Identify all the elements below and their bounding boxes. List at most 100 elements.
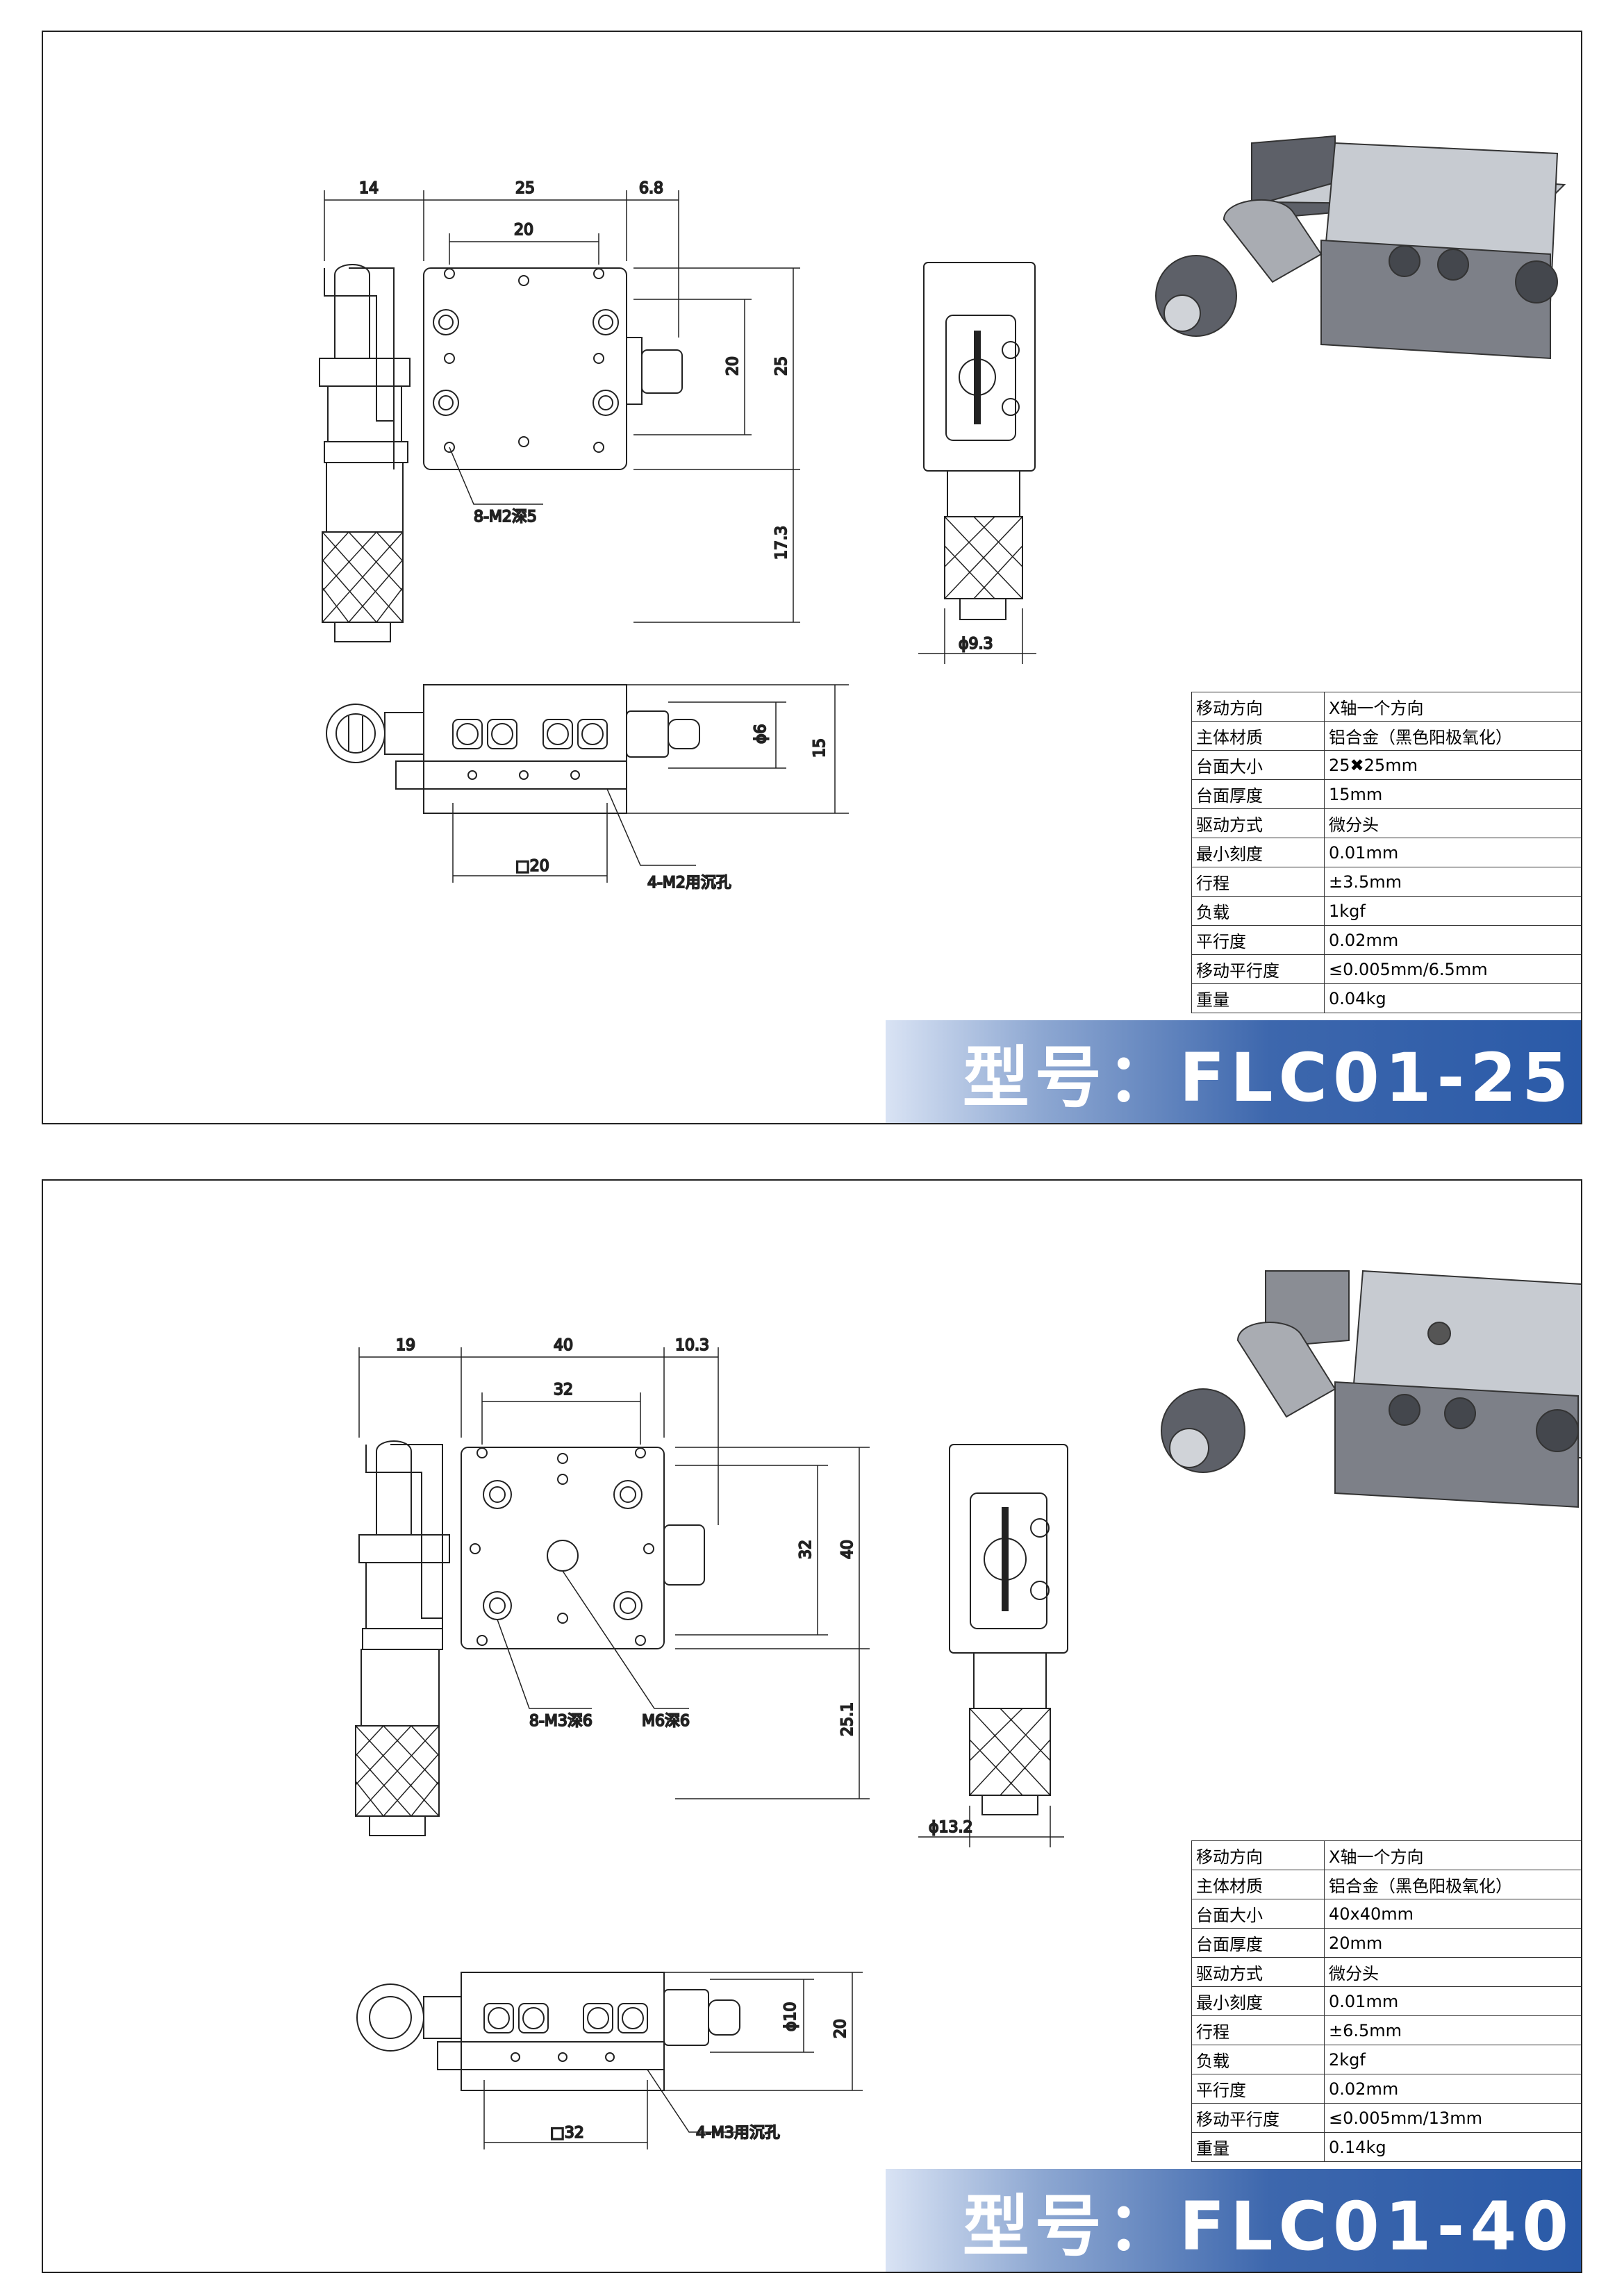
callout-bottom-holes: 4-M3用沉孔 — [696, 2124, 780, 2142]
spec-label: 移动方向 — [1191, 1840, 1325, 1870]
spec-label: 行程 — [1191, 2015, 1325, 2045]
spec-row: 行程±6.5mm — [1191, 2015, 1581, 2045]
dim-top-left: 14 — [359, 180, 379, 197]
drawing-sheet-flc01-40: 19 40 10.3 32 32 40 25.1 8-M3深6 M6深6 ϕ13… — [42, 1179, 1582, 2273]
spec-label: 移动平行度 — [1191, 2103, 1325, 2133]
dim-shaft-diameter: ϕ10 — [782, 2002, 799, 2031]
spec-label: 负载 — [1191, 896, 1325, 926]
spec-label: 主体材质 — [1191, 1870, 1325, 1899]
spec-value: 0.04kg — [1324, 983, 1581, 1013]
spec-row: 主体材质铝合金（黑色阳极氧化） — [1191, 721, 1581, 751]
spec-value: 40x40mm — [1324, 1899, 1581, 1929]
model-banner: 型号：FLC01-40 — [886, 2169, 1581, 2272]
spec-value: 微分头 — [1324, 808, 1581, 838]
front-view — [356, 1972, 740, 2091]
spec-label: 最小刻度 — [1191, 838, 1325, 867]
spec-label: 台面厚度 — [1191, 1928, 1325, 1958]
side-view — [923, 262, 1036, 620]
product-render — [1155, 135, 1566, 360]
spec-value: 0.02mm — [1324, 925, 1581, 955]
spec-label: 重量 — [1191, 983, 1325, 1013]
dim-height-inner: 32 — [797, 1540, 815, 1559]
spec-value: ≤0.005mm/13mm — [1324, 2103, 1581, 2133]
dim-front-height: 15 — [811, 738, 829, 758]
top-view — [355, 1440, 705, 1836]
spec-value: 1kgf — [1324, 896, 1581, 926]
dim-height-knob: 25.1 — [839, 1702, 856, 1736]
top-view — [319, 264, 683, 642]
model-title: 型号：FLC01-40 — [962, 2187, 1574, 2265]
top-view-dimensions — [358, 1347, 870, 1799]
top-view-dimensions — [324, 190, 800, 623]
dim-top-right: 6.8 — [639, 180, 663, 197]
side-view — [949, 1444, 1068, 1815]
spec-row: 移动平行度≤0.005mm/13mm — [1191, 2103, 1581, 2133]
dim-height-outer: 40 — [839, 1540, 856, 1559]
spec-value: X轴一个方向 — [1324, 692, 1581, 722]
spec-label: 负载 — [1191, 2045, 1325, 2074]
technical-drawing: 19 40 10.3 32 32 40 25.1 8-M3深6 M6深6 ϕ13… — [355, 1270, 1581, 2149]
spec-row: 行程±3.5mm — [1191, 867, 1581, 897]
dim-inner-width: 20 — [514, 222, 533, 239]
spec-label: 重量 — [1191, 2132, 1325, 2162]
spec-label: 主体材质 — [1191, 721, 1325, 751]
spec-value: 15mm — [1324, 779, 1581, 809]
spec-value: 0.01mm — [1324, 838, 1581, 867]
spec-row: 主体材质铝合金（黑色阳极氧化） — [1191, 1870, 1581, 1899]
dim-bottom-square: □32 — [550, 2124, 584, 2142]
spec-value: 微分头 — [1324, 1957, 1581, 1987]
spec-label: 移动方向 — [1191, 692, 1325, 722]
spec-value: 0.14kg — [1324, 2132, 1581, 2162]
spec-value: ±3.5mm — [1324, 867, 1581, 897]
spec-label: 平行度 — [1191, 2074, 1325, 2104]
dim-top-right: 10.3 — [675, 1337, 709, 1354]
dim-height-outer: 25 — [773, 356, 790, 376]
dim-side-diameter: ϕ13.2 — [929, 1819, 973, 1836]
spec-value: 25✖25mm — [1324, 750, 1581, 780]
side-view-dimensions — [918, 608, 1036, 664]
spec-label: 驱动方式 — [1191, 1957, 1325, 1987]
dim-side-diameter: ϕ9.3 — [959, 635, 993, 653]
technical-drawing: 14 25 6.8 20 20 25 17.3 8-M2深5 ϕ9.3 — [319, 135, 1566, 892]
spec-value: 铝合金（黑色阳极氧化） — [1324, 1870, 1581, 1899]
callout-bottom-holes: 4-M2用沉孔 — [647, 874, 731, 892]
spec-label: 平行度 — [1191, 925, 1325, 955]
callout-holes: 8-M2深5 — [474, 508, 537, 526]
spec-label: 台面厚度 — [1191, 779, 1325, 809]
dim-top-mid: 25 — [515, 180, 535, 197]
spec-label: 驱动方式 — [1191, 808, 1325, 838]
front-view-dimensions — [452, 684, 849, 883]
dim-height-knob: 17.3 — [773, 526, 790, 560]
spec-value: 0.02mm — [1324, 2074, 1581, 2104]
dim-height-inner: 20 — [724, 356, 742, 376]
dim-bottom-square: □20 — [515, 858, 549, 875]
dim-inner-width: 32 — [554, 1381, 573, 1399]
callout-holes: 8-M3深6 — [529, 1713, 593, 1730]
spec-value: X轴一个方向 — [1324, 1840, 1581, 1870]
dim-front-height: 20 — [832, 2019, 850, 2038]
spec-row: 移动平行度≤0.005mm/6.5mm — [1191, 954, 1581, 984]
drawing-sheet-flc01-25: 14 25 6.8 20 20 25 17.3 8-M2深5 ϕ9.3 — [42, 31, 1582, 1124]
spec-label: 台面大小 — [1191, 750, 1325, 780]
spec-value: 铝合金（黑色阳极氧化） — [1324, 721, 1581, 751]
model-title: 型号：FLC01-25 — [962, 1038, 1574, 1117]
spec-value: ±6.5mm — [1324, 2015, 1581, 2045]
side-view-dimensions — [918, 1806, 1064, 1847]
dim-top-mid: 40 — [554, 1337, 573, 1354]
front-view — [326, 684, 700, 814]
spec-value: 0.01mm — [1324, 1986, 1581, 2016]
spec-row: 驱动方式微分头 — [1191, 1957, 1581, 1987]
